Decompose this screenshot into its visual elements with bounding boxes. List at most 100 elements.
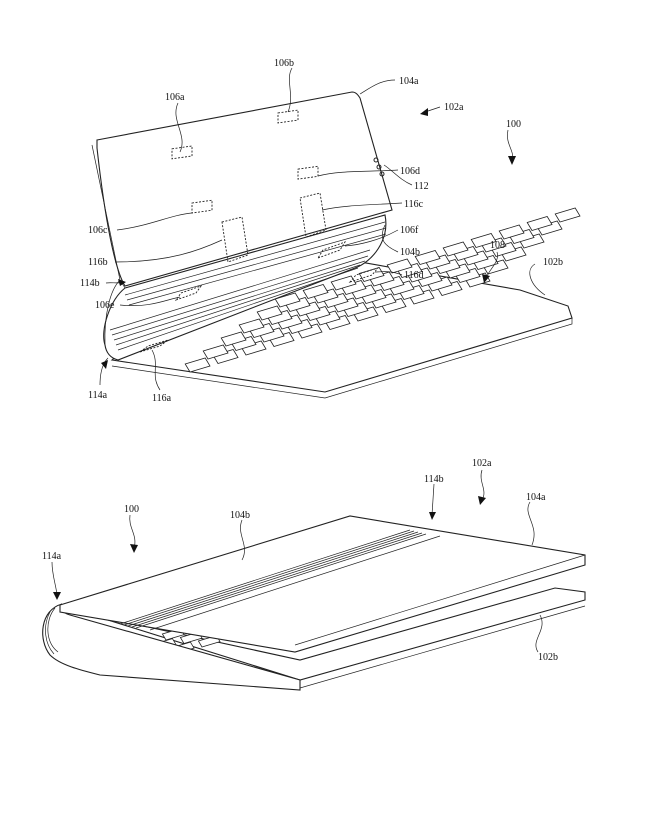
label-100: 100 (506, 119, 521, 130)
key (388, 280, 415, 296)
key (396, 263, 423, 278)
reference-labels-top: 106b 104a 106a 102a 100 106d 112 116c 10… (80, 58, 563, 404)
key (434, 259, 461, 274)
key (370, 293, 397, 309)
key (508, 229, 535, 244)
label-102b-bottom: 102b (538, 652, 558, 663)
key (426, 276, 453, 292)
key (398, 285, 425, 300)
key (230, 336, 257, 351)
connector-106b (277, 109, 299, 124)
key (454, 268, 481, 283)
key (248, 323, 275, 338)
key (330, 275, 357, 291)
label-104a: 104a (399, 76, 419, 87)
reference-labels-bottom: 114b 102a 104a 100 104b 114a 102b (42, 458, 558, 663)
key (452, 246, 479, 261)
leader-lines-bottom (51, 469, 543, 653)
key (406, 267, 433, 283)
label-114a-bottom: 114a (42, 551, 62, 562)
label-106a: 106a (165, 92, 185, 103)
label-106c: 106c (88, 225, 108, 236)
key (332, 297, 359, 313)
key (408, 289, 435, 305)
connector-106d (297, 165, 319, 180)
indicator-lights-112 (373, 157, 385, 177)
label-100-bottom: 100 (124, 504, 139, 515)
key (442, 241, 469, 257)
fold-grooves (109, 221, 387, 351)
key (444, 263, 471, 279)
figure-bottom-closed-keyboard-case: 114b 102a 104a 100 104b 114a 102b (42, 458, 586, 691)
label-104b-bottom: 104b (230, 510, 250, 521)
key (480, 237, 507, 253)
label-106b: 106b (274, 58, 294, 69)
label-102a: 102a (444, 102, 464, 113)
key (352, 306, 379, 322)
upper-panel-104a (59, 515, 586, 653)
upright-panel-104a (96, 91, 393, 287)
key (340, 280, 367, 295)
label-112: 112 (414, 181, 429, 192)
key (286, 319, 313, 334)
key (324, 315, 351, 330)
key (276, 314, 303, 330)
key (360, 289, 387, 304)
label-116c: 116c (404, 199, 424, 210)
key (414, 250, 441, 265)
key (256, 305, 283, 321)
key (472, 255, 499, 270)
key (498, 224, 525, 240)
label-102a-bottom: 102a (472, 458, 492, 469)
label-108: 108 (490, 240, 505, 251)
key (380, 298, 407, 313)
label-114a: 114a (88, 390, 108, 401)
key (312, 288, 339, 304)
label-114b-bottom: 114b (424, 474, 444, 485)
label-102b: 102b (543, 257, 563, 268)
key (314, 310, 341, 326)
figure-top-open-keyboard-case: 106b 104a 106a 102a 100 106d 112 116c 10… (80, 58, 581, 404)
key (378, 276, 405, 291)
key (240, 340, 267, 356)
key (302, 284, 329, 299)
key (436, 281, 463, 296)
fold-region-104b (103, 214, 387, 361)
keyboard-keys (184, 207, 581, 373)
key (212, 349, 239, 364)
label-116a: 116a (152, 393, 172, 404)
label-114b: 114b (80, 278, 100, 289)
key (266, 310, 293, 325)
connector-106f (316, 241, 347, 259)
key (284, 297, 311, 312)
key (554, 207, 581, 223)
key (184, 357, 211, 373)
key (482, 259, 509, 275)
label-104b: 104b (400, 247, 420, 258)
key (424, 254, 451, 270)
key (294, 301, 321, 317)
arrows-top (101, 106, 516, 369)
label-106d: 106d (400, 166, 420, 177)
key (526, 216, 553, 231)
label-106e: 106e (95, 300, 115, 311)
key (238, 318, 265, 334)
key (470, 233, 497, 248)
key (462, 250, 489, 266)
label-106f: 106f (400, 225, 419, 236)
key (304, 306, 331, 321)
key (296, 323, 323, 339)
key (518, 233, 545, 249)
key (322, 293, 349, 308)
key (416, 272, 443, 287)
key (350, 284, 377, 300)
contact-pad-116d (348, 267, 380, 283)
key (220, 331, 247, 347)
label-104a-bottom: 104a (526, 492, 546, 503)
label-116d: 116d (404, 270, 424, 281)
leader-lines-top (99, 67, 546, 391)
connector-106c (191, 199, 213, 214)
key (202, 344, 229, 360)
key (386, 258, 413, 274)
